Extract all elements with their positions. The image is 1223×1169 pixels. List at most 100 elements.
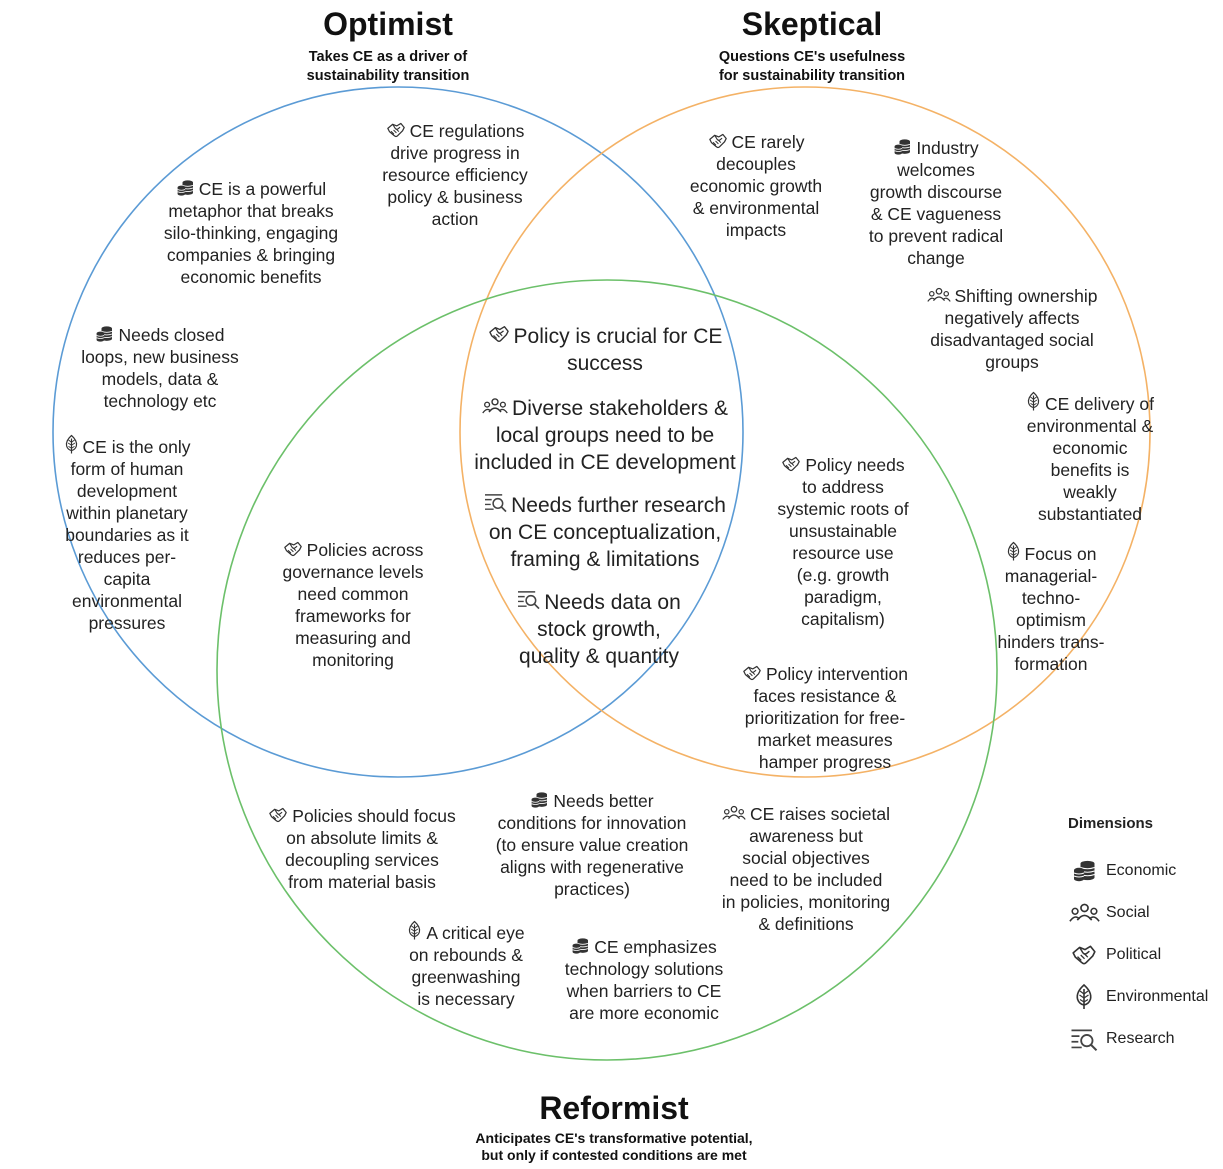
statement-text: Policy intervention	[765, 664, 909, 684]
statement-line: practices)	[472, 878, 712, 900]
statement-line: monitoring	[236, 649, 470, 671]
political-icon	[488, 324, 510, 344]
statement-line: drive progress in	[340, 142, 570, 164]
statement-text: Focus on	[1024, 544, 1097, 564]
reformist-header: Reformist Anticipates CE's transformativ…	[414, 1090, 814, 1164]
statement-text: Needs data on	[544, 591, 681, 614]
statement-line: CE is a powerful	[138, 178, 364, 200]
statement-line: governance levels	[236, 561, 470, 583]
statement-line: CE regulations	[340, 120, 570, 142]
statement-text: benefits is	[1050, 460, 1130, 480]
social-icon	[1069, 902, 1100, 925]
statement-text: monitoring	[312, 650, 394, 670]
statement-line: substantiated	[1004, 503, 1176, 525]
statement-text: models, data &	[101, 369, 219, 389]
statement-text: pressures	[88, 613, 166, 633]
statement-line: Policy needs	[748, 454, 938, 476]
statement-text: (e.g. growth	[796, 565, 890, 585]
statement-text: development	[76, 481, 178, 501]
legend-label: Political	[1106, 946, 1162, 963]
optimist-subtitle: Takes CE as a driver of sustainability t…	[238, 48, 538, 86]
political-icon	[268, 806, 288, 824]
center-statement-data: Needs data on stock growth, quality & quan…	[468, 589, 730, 670]
statement-text: welcomes	[897, 160, 975, 180]
statement-line: form of human	[42, 458, 212, 480]
skeptical-circle	[459, 86, 1151, 778]
statement-line: included in CE development	[444, 449, 766, 476]
statement-line: pressures	[42, 612, 212, 634]
statement-line: awareness but	[696, 825, 916, 847]
statement-text: is necessary	[417, 989, 515, 1009]
legend-icon-slot	[1062, 943, 1106, 967]
statement-line: hinders trans-	[978, 631, 1124, 653]
statement-text: framing & limitations	[510, 548, 700, 571]
statement-line: decoupling services	[244, 849, 480, 871]
statement-line: loops, new business	[54, 346, 266, 368]
statement-line: CE emphasizes	[538, 936, 750, 958]
statement-line: technology solutions	[538, 958, 750, 980]
statement-text: CE is the only	[82, 437, 191, 457]
statement-text: managerial-	[1004, 566, 1098, 586]
statement-text: hinders trans-	[997, 632, 1105, 652]
statement-text: on absolute limits &	[286, 828, 438, 848]
statement-line: growth discourse	[846, 181, 1026, 203]
statement-text: Needs better	[553, 791, 654, 811]
statement-text: stock growth,	[537, 618, 661, 641]
statement-line: within planetary	[42, 502, 212, 524]
statement-text: are more economic	[569, 1003, 719, 1023]
reformist-title: Reformist	[539, 1090, 689, 1126]
statement-line: negatively affects	[884, 307, 1140, 329]
statement-text: CE delivery of	[1045, 394, 1154, 414]
statement-text: CE raises societal	[749, 804, 891, 824]
statement-line: disadvantaged social	[884, 329, 1140, 351]
statement-line: local groups need to be	[444, 422, 766, 449]
statement-text: need common	[297, 584, 409, 604]
legend-item-research: Research	[1062, 1018, 1222, 1060]
statement-text: market measures	[757, 730, 893, 750]
statement-line: policy & business	[340, 186, 570, 208]
statement-text: form of human	[70, 459, 184, 479]
statement-text: reduces per-	[77, 547, 177, 567]
statement-line: formation	[978, 653, 1124, 675]
environmental-icon	[407, 920, 422, 941]
statement-text: decoupling services	[285, 850, 439, 870]
statement-line: capitalism)	[748, 608, 938, 630]
statement-line: Policies should focus	[244, 805, 480, 827]
statement-text: frameworks for	[295, 606, 411, 626]
optimist-header: Optimist Takes CE as a driver of sustain…	[238, 6, 538, 86]
statement-line: success	[444, 350, 766, 377]
statement-text: quality & quantity	[519, 645, 679, 668]
statement-line: faces resistance &	[700, 685, 950, 707]
statement-text: growth discourse	[869, 182, 1003, 202]
statement-text: greenwashing	[411, 967, 521, 987]
statement-line: Focus on	[978, 541, 1124, 565]
skeptical-subtitle-line: Questions CE's usefulness	[718, 49, 906, 65]
statement-text: Needs further research	[511, 494, 726, 517]
statement-text: social objectives	[742, 848, 870, 868]
statement-line: unsustainable	[748, 520, 938, 542]
statement-line: paradigm,	[748, 586, 938, 608]
skeptical-subtitle-line: for sustainability transition	[718, 68, 906, 84]
statement-line: prioritization for free-	[700, 707, 950, 729]
research-icon	[484, 492, 507, 513]
statement-line: conditions for innovation	[472, 812, 712, 834]
legend-item-environmental: Environmental	[1062, 976, 1222, 1018]
statement-text: & environmental	[692, 198, 820, 218]
skeptical-header: Skeptical Questions CE's usefulness for …	[662, 6, 962, 86]
statement-text: CE rarely	[731, 132, 805, 152]
statement-line: boundaries as it	[42, 524, 212, 546]
legend-icon-slot	[1062, 1027, 1106, 1052]
statement-line: technology etc	[54, 390, 266, 412]
statement-line: environmental &	[1004, 415, 1176, 437]
environmental-icon	[64, 434, 79, 455]
reformist-subtitle-line: Anticipates CE's transformative potentia…	[475, 1130, 753, 1146]
statement-line: Policy is crucial for CE	[444, 323, 766, 350]
statement-line: change	[846, 247, 1026, 269]
legend-icon-slot	[1062, 902, 1106, 925]
legend-label: Social	[1106, 904, 1150, 921]
economic-icon	[95, 325, 114, 343]
